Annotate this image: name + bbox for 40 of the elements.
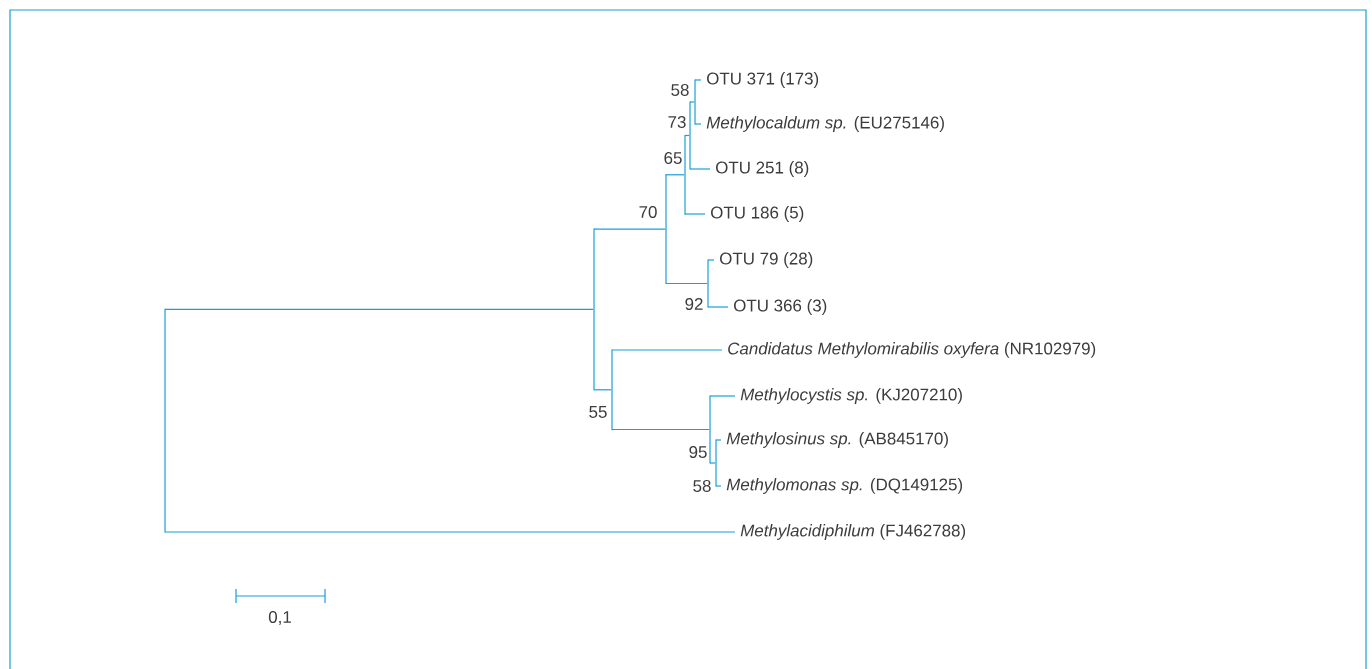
branch-line (689, 168, 711, 170)
branch-line (665, 282, 708, 285)
branch-line (694, 123, 702, 125)
branch-line (715, 485, 722, 487)
branch-line (665, 174, 685, 176)
branch-line (684, 134, 690, 137)
branch-line (611, 428, 710, 431)
taxon-label: Candidatus Methylomirabilis oxyfera (NR102979) (728, 342, 1096, 358)
branch-line (684, 213, 706, 215)
branch-line (593, 228, 666, 230)
bootstrap-value: 65 (664, 152, 682, 164)
taxon-label: OTU 186 (5) (711, 206, 804, 222)
taxon-label: OTU 251 (8) (716, 161, 809, 177)
bootstrap-value: 58 (693, 480, 711, 492)
branch-line (611, 349, 723, 351)
taxon-label: Methylosinus sp. (AB845170) (726, 432, 948, 448)
bootstrap-value: 95 (689, 446, 707, 458)
branch-line (694, 79, 702, 81)
bootstrap-value: 70 (639, 206, 657, 218)
branch-line (593, 389, 612, 391)
bootstrap-value: 55 (589, 406, 607, 418)
bootstrap-value: 92 (685, 298, 703, 310)
bootstrap-value: 73 (668, 116, 686, 128)
branch-line (164, 308, 594, 310)
taxon-label: Methylocystis sp. (KJ207210) (740, 388, 962, 404)
scale-label: 0,1 (268, 611, 291, 625)
branch-line (707, 259, 715, 261)
taxon-label: Methylomonas sp. (DQ149125) (726, 478, 963, 494)
taxon-label: OTU 79 (28) (720, 252, 813, 268)
branch-line (689, 101, 695, 103)
branch-line (709, 395, 736, 397)
branch-line (164, 531, 736, 533)
taxon-label: OTU 366 (3) (734, 299, 827, 315)
branch-line (709, 462, 716, 464)
branch-line (715, 439, 722, 441)
branch-line (707, 306, 729, 308)
taxon-label: Methylocaldum sp. (EU275146) (706, 116, 944, 132)
bootstrap-value: 58 (671, 84, 689, 96)
taxon-label: OTU 371 (173) (707, 72, 819, 88)
taxon-label: Methylacidiphilum (FJ462788) (740, 524, 966, 540)
